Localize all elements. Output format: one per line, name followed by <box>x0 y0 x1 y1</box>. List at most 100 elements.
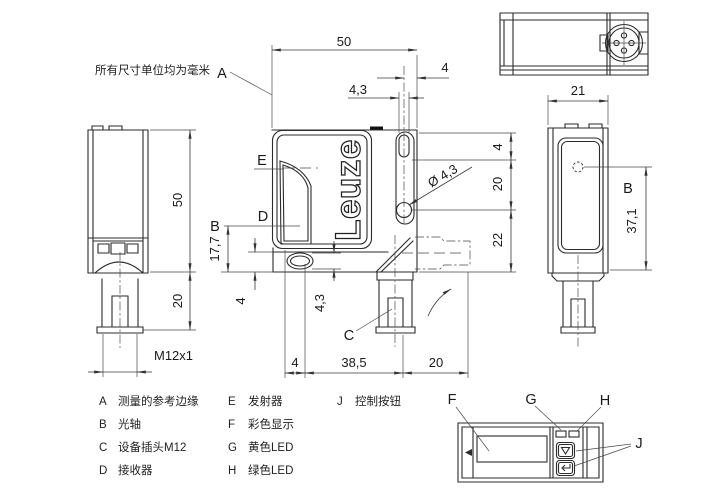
dim-side-connector: 20 <box>170 294 185 308</box>
yellow-led <box>555 430 567 438</box>
front-bezel-outer <box>271 129 373 250</box>
side-left-m12-connector <box>94 261 144 334</box>
callout-g: G <box>525 392 536 408</box>
dim-thread: M12x1 <box>154 348 193 363</box>
legend-item: F 彩色显示 <box>228 414 294 437</box>
legend-key: D <box>99 465 108 477</box>
legend-text: 光轴 <box>118 419 141 431</box>
callout-b-front: B <box>210 219 220 235</box>
view-side-left: 50 20 M12x1 <box>87 125 196 377</box>
control-button-enter <box>555 459 576 477</box>
legend-text: 测量的参考边缘 <box>118 396 199 408</box>
dim-hole-edge-offset: 4 <box>441 60 448 75</box>
side-right-window-outer <box>557 137 604 254</box>
callout-a-leader <box>229 71 273 96</box>
legend-text: 发射器 <box>248 396 283 408</box>
legend-text: 控制按钮 <box>355 396 401 408</box>
legend-item: B 光轴 <box>99 414 199 437</box>
green-led <box>568 430 580 438</box>
legend-text: 彩色显示 <box>248 419 294 431</box>
dim-front-width: 50 <box>337 34 351 49</box>
view-top <box>499 12 649 76</box>
top-body-outline <box>499 12 649 76</box>
legend-text: 绿色LED <box>248 465 294 477</box>
view-display-detail: F G H J <box>448 392 643 483</box>
callout-d: D <box>258 209 268 225</box>
legend-text: 设备插头M12 <box>118 442 187 454</box>
dim-oval-offset: 4 <box>233 297 248 304</box>
legend-column-1: A 测量的参考边缘 B 光轴 C 设备插头M12 D 接收器 <box>99 391 199 483</box>
side-left-extension-lines <box>102 129 196 377</box>
legend-item: D 接收器 <box>99 460 199 483</box>
front-oval-hole-inner <box>289 255 311 267</box>
legend-key: J <box>337 396 343 408</box>
down-triangle-icon <box>560 446 571 456</box>
legend-key: F <box>228 419 236 431</box>
legend-item: A 测量的参考边缘 <box>99 391 199 414</box>
enter-arrow-icon <box>561 464 571 472</box>
side-left-body-outline <box>87 129 149 274</box>
side-right-m12-connector <box>551 272 605 334</box>
front-extension-lines <box>221 45 516 378</box>
legend-key: H <box>228 465 237 477</box>
dim-right-mid: 20 <box>490 177 505 191</box>
dim-bottom-left: 4 <box>291 355 298 370</box>
view-front: Leuze 50 <box>207 34 516 378</box>
rotated-connector-phantom <box>415 236 471 270</box>
legend-key: C <box>99 442 108 454</box>
brand-logo: Leuze <box>329 139 368 241</box>
display-panel-outline <box>457 422 604 483</box>
dim-oval-height: 4,3 <box>312 294 327 312</box>
dim-axis-height: 37,1 <box>624 208 639 233</box>
legend-key: G <box>228 442 237 454</box>
control-button-down-inner <box>557 443 574 458</box>
legend-key: A <box>99 396 107 408</box>
rotation-arrow <box>427 288 452 317</box>
callout-f: F <box>448 392 457 408</box>
mounting-slot <box>395 131 415 225</box>
control-button-down <box>555 441 576 460</box>
legend-key: B <box>99 419 107 431</box>
optical-axis-mark <box>572 161 584 173</box>
dim-hole-diameter: Ø 4,3 <box>425 161 460 190</box>
view-side-right: 21 37,1 B <box>547 83 652 348</box>
dim-right-top: 4 <box>490 143 505 150</box>
callout-e: E <box>257 153 267 169</box>
front-oval-hole-outer <box>286 252 314 270</box>
m12-crosshair <box>602 21 646 65</box>
display-marker-arrow <box>465 449 472 456</box>
legend-column-3: J 控制按钮 <box>337 391 401 414</box>
control-button-enter-inner <box>557 461 574 475</box>
side-left-tabs-and-clamp <box>91 125 139 255</box>
legend-item: E 发射器 <box>228 391 294 414</box>
front-optics-window <box>279 160 312 245</box>
legend-key: E <box>228 396 236 408</box>
dim-side-height: 50 <box>170 193 185 207</box>
dim-axis-to-bottom: 17,7 <box>207 236 222 261</box>
dim-bottom-right: 20 <box>429 355 443 370</box>
dim-right-bottom: 22 <box>490 233 505 247</box>
front-m12-connector <box>375 237 416 334</box>
callout-c-leader <box>355 308 393 332</box>
callout-c: C <box>344 328 354 344</box>
callout-a: A <box>217 66 227 82</box>
hole-diameter-leader <box>408 166 473 206</box>
legend-text: 接收器 <box>118 465 153 477</box>
dim-bottom-mid: 38,5 <box>341 355 366 370</box>
display-callout-leaders <box>455 405 632 467</box>
legend-item: H 绿色LED <box>228 460 294 483</box>
front-bezel-inner <box>276 134 368 245</box>
callout-j: J <box>635 436 642 452</box>
color-display <box>476 435 548 463</box>
dim-hole-slot-width: 4,3 <box>349 82 367 97</box>
legend-item: J 控制按钮 <box>337 391 401 414</box>
callout-h: H <box>600 393 610 409</box>
legend-item: C 设备插头M12 <box>99 437 199 460</box>
dim-side-width: 21 <box>571 83 585 98</box>
side-right-extension-lines <box>547 95 652 271</box>
callout-b-side: B <box>623 181 633 197</box>
units-note: 所有尺寸单位均为毫米 <box>95 65 210 77</box>
